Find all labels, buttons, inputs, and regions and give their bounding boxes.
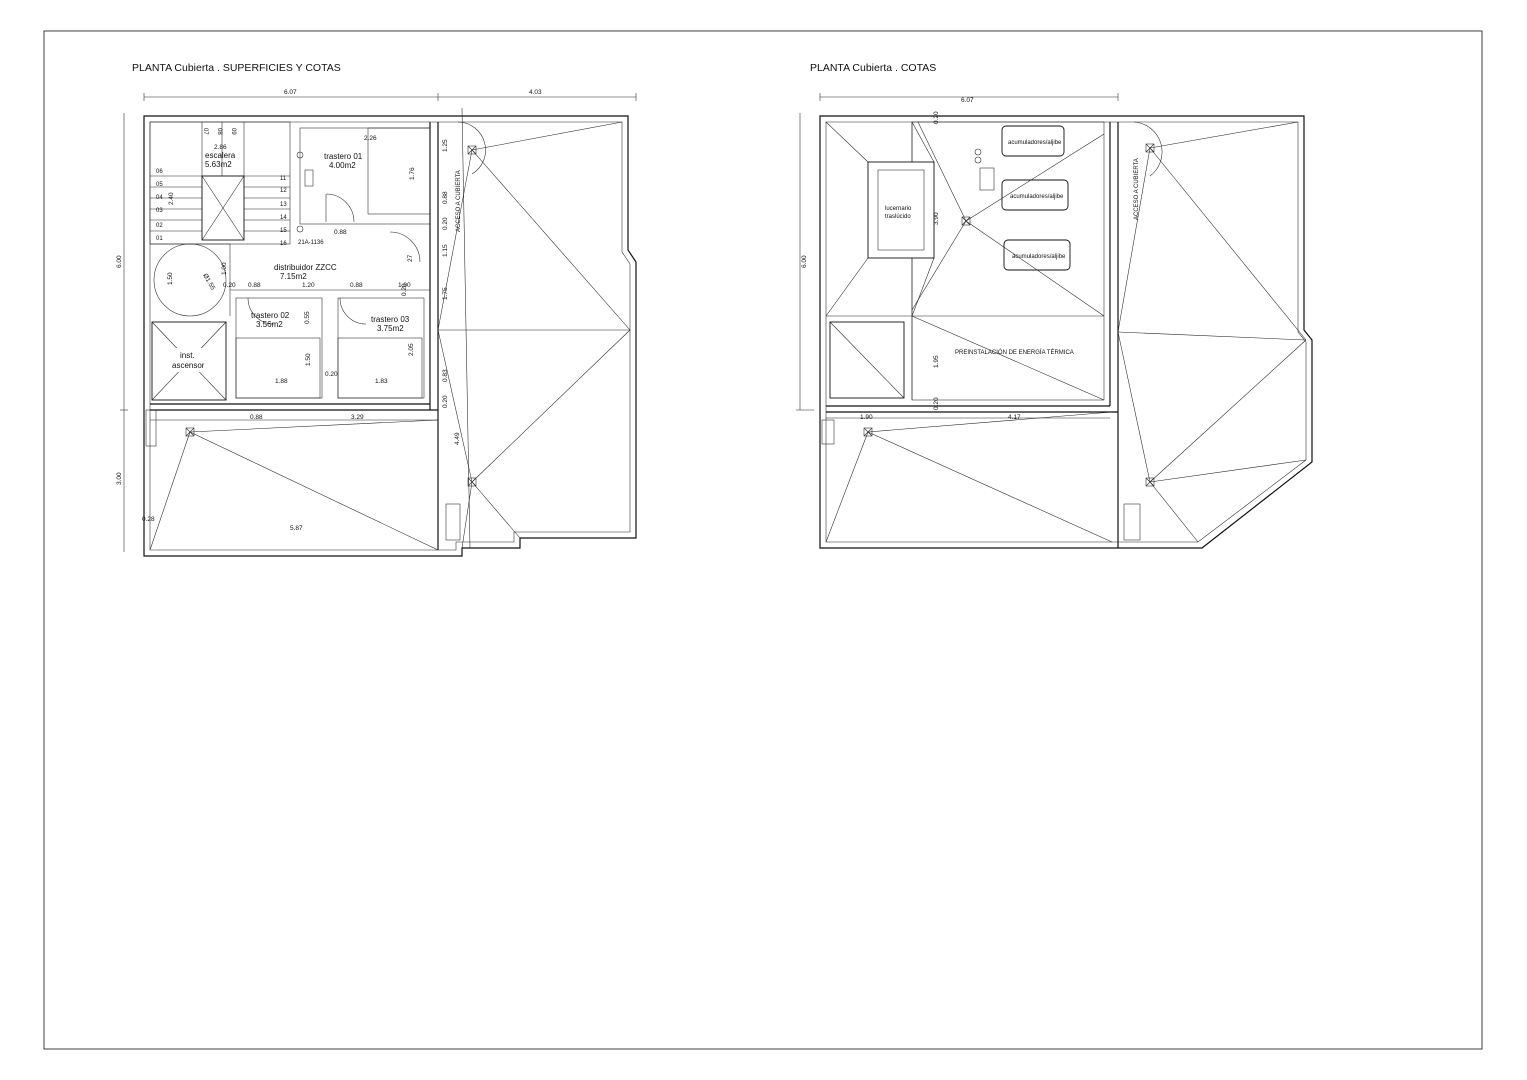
svg-text:1.50: 1.50 [305,353,312,366]
dim-top-2: 4.03 [529,89,542,96]
access-label-right: ACCESO A CUBIERTA [1134,158,1140,220]
drain-point-mid [467,477,477,487]
dim-side-right: 6.00 [801,255,808,268]
svg-text:1.20: 1.20 [302,282,315,289]
svg-text:27: 27 [407,254,414,262]
svg-text:08: 08 [216,128,222,135]
accumulator-tank-2 [1001,179,1069,211]
svg-text:01: 01 [156,236,163,242]
room-trastero01-name: trastero 01 [324,152,363,161]
room-escalera-area: 5.63m2 [205,160,232,169]
svg-text:1.76: 1.76 [409,167,416,180]
svg-text:0.20: 0.20 [325,371,338,378]
room-trastero03-name: trastero 03 [371,315,410,324]
svg-text:05: 05 [156,182,163,188]
skylight-label-2: traslúcido [885,214,911,220]
svg-text:0.20: 0.20 [442,395,449,408]
svg-text:11: 11 [280,176,287,182]
svg-text:1.75: 1.75 [442,287,449,300]
solar-preinstallation-label: PREINSTALACIÓN DE ENERGÍA TÉRMICA [955,349,1074,356]
room-ascensor-name: inst. [180,351,195,360]
room-trastero01-area: 4.00m2 [329,161,356,170]
svg-text:2.05: 2.05 [408,343,415,356]
drain-point-right-mid [1145,477,1155,487]
svg-text:3.90: 3.90 [933,212,940,225]
svg-text:0.20: 0.20 [401,283,408,296]
svg-text:4.17: 4.17 [1008,414,1021,421]
plan-surfaces-and-dimensions: PLANTA Cubierta . SUPERFICIES Y COTAS 6.… [116,62,637,557]
svg-text:0.20: 0.20 [442,217,449,230]
dim-side-1: 6.00 [116,255,123,268]
skylight: lucernario traslúcido [867,161,935,259]
svg-text:16: 16 [280,241,287,247]
svg-text:0.55: 0.55 [304,311,311,324]
svg-text:0.88: 0.88 [442,191,449,204]
svg-text:1.15: 1.15 [442,244,449,257]
svg-text:0.20: 0.20 [933,397,940,410]
dim-top-right: 6.07 [961,97,974,104]
svg-text:03: 03 [156,208,163,214]
plan-title-right: PLANTA Cubierta . COTAS [810,62,936,74]
svg-text:2.26: 2.26 [364,135,377,142]
drain-point-upper [467,145,477,155]
svg-text:04: 04 [156,195,163,201]
svg-text:1.00: 1.00 [221,262,228,275]
svg-text:1.90: 1.90 [860,414,873,421]
room-trastero02-name: trastero 02 [251,311,290,320]
svg-text:15: 15 [280,228,287,234]
svg-text:0.20: 0.20 [933,111,940,124]
svg-text:3.29: 3.29 [351,414,364,421]
svg-text:0.88: 0.88 [248,282,261,289]
svg-text:1.25: 1.25 [442,139,449,152]
svg-text:0.20: 0.20 [223,282,236,289]
svg-text:0.88: 0.88 [250,414,263,421]
svg-text:1.95: 1.95 [933,355,940,368]
svg-text:21A-1136: 21A-1136 [298,240,324,246]
svg-text:06: 06 [156,169,163,175]
svg-text:14: 14 [280,215,287,221]
svg-text:0.28: 0.28 [142,516,155,523]
svg-text:1.83: 1.83 [375,378,388,385]
svg-text:1.50: 1.50 [167,272,174,285]
plan-title-left: PLANTA Cubierta . SUPERFICIES Y COTAS [132,62,341,74]
accumulator-label-2: acumuladores/aljibe [1010,194,1064,200]
svg-text:0.88: 0.88 [350,282,363,289]
skylight-label-1: lucernario [885,206,912,212]
access-label-left: ACCESO A CUBIERTA [456,170,462,232]
svg-text:1.00: 1.00 [398,282,411,289]
svg-text:4.49: 4.49 [454,432,461,445]
room-distribuidor-name: distribuidor ZZCC [274,263,337,272]
room-ascensor-area: ascensor [172,361,205,370]
drain-point-right-center [961,216,971,226]
svg-text:2.86: 2.86 [214,144,227,151]
svg-text:2.40: 2.40 [168,192,175,205]
svg-text:02: 02 [156,223,163,229]
dim-top-1: 6.07 [284,89,297,96]
svg-text:12: 12 [280,188,287,194]
drain-point-right-lower [863,427,873,437]
svg-text:07: 07 [202,128,208,135]
room-trastero02-area: 3.56m2 [256,320,283,329]
roof-outline-right [819,115,1313,549]
svg-text:5.87: 5.87 [290,525,303,532]
landing-turning-circle [153,243,227,317]
drain-point-right-upper [1145,143,1155,153]
accumulator-label-1: acumuladores/aljibe [1008,140,1062,146]
svg-text:13: 13 [280,202,287,208]
svg-text:1.88: 1.88 [275,378,288,385]
room-trastero03-area: 3.75m2 [377,324,404,333]
dim-side-2: 3.00 [116,472,123,485]
accumulator-label-3: acumuladores/aljibe [1012,254,1066,260]
accumulator-tank-1 [1001,125,1065,157]
drain-point-lower [185,427,195,437]
svg-text:09: 09 [230,128,236,135]
room-escalera-name: escalera [205,151,236,160]
svg-text:Ø1.55: Ø1.55 [201,273,216,292]
room-distribuidor-area: 7.15m2 [280,272,307,281]
plan-dimensions: PLANTA Cubierta . COTAS 6.07 6.00 lucern… [796,62,1313,549]
sheet-frame [43,30,1483,1050]
svg-text:0.88: 0.88 [334,229,347,236]
svg-text:0.83: 0.83 [442,369,449,382]
